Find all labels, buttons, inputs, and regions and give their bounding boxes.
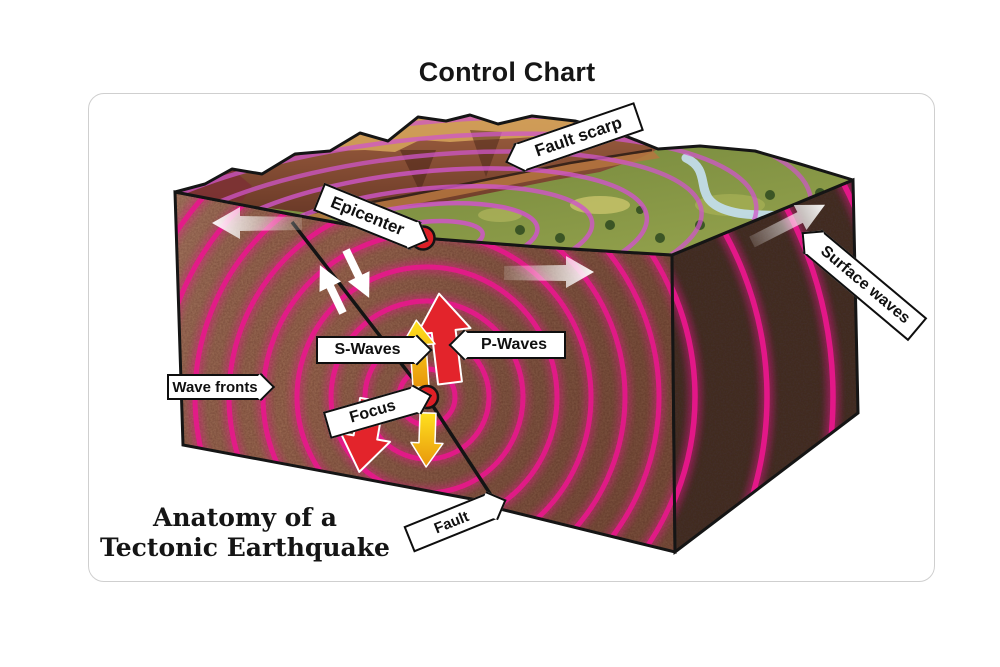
- label-text: S-Waves: [334, 341, 401, 358]
- label-text: Wave fronts: [172, 378, 258, 396]
- trees: [515, 188, 825, 243]
- caption-line-1: Anatomy of a: [152, 503, 337, 532]
- s-wave-down-arrow: [410, 411, 444, 468]
- plate-motion-arrow-left: [212, 207, 302, 239]
- page-title: Control Chart: [418, 57, 596, 87]
- fault-slip-arrows: [319, 248, 370, 315]
- label-p-waves: P-Waves: [448, 329, 566, 361]
- plate-motion-arrow-right: [504, 256, 594, 288]
- label-s-waves: S-Waves: [316, 334, 433, 366]
- diagram-caption: Anatomy of a Tectonic Earthquake: [100, 503, 390, 563]
- surface-wave-arcs-side: [672, 180, 858, 552]
- side-face: [670, 177, 860, 556]
- surface-motion-arrow: [749, 204, 826, 248]
- label-text: P-Waves: [480, 336, 548, 353]
- label-wave-fronts: Wave fronts: [167, 372, 276, 402]
- p-wave-up-arrow: [415, 292, 472, 386]
- caption-line-2: Tectonic Earthquake: [100, 533, 390, 562]
